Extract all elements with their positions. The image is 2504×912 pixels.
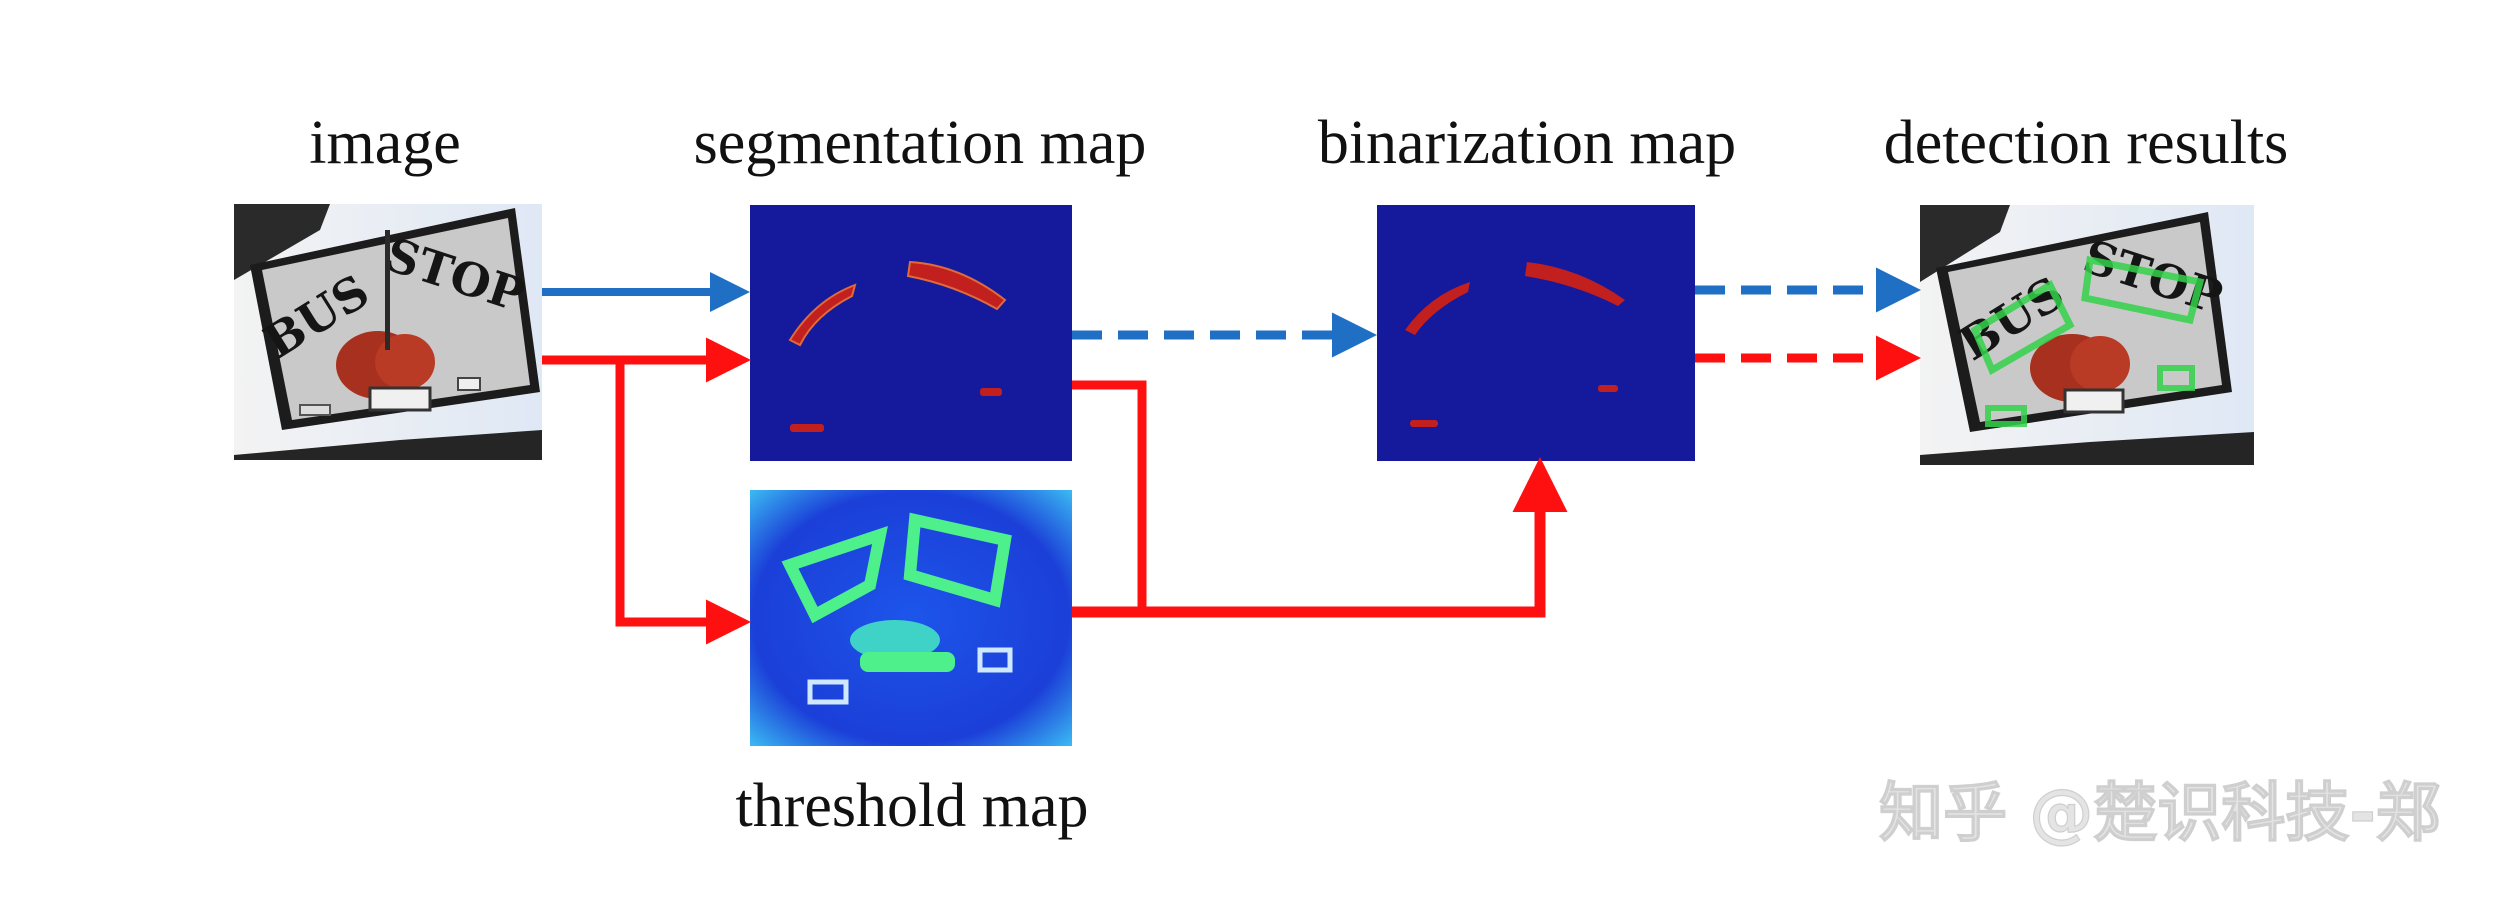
label-detection-results: detection results [1884, 109, 2289, 177]
arrow-segmentation-to-merge [1072, 380, 1147, 612]
segmentation-map-image [750, 205, 1072, 461]
detection-box-stop [2081, 255, 2205, 325]
arrow-threshold-to-binarization [1072, 457, 1568, 618]
detection-box-small-left [1985, 405, 2027, 427]
label-binarization-map: binarization map [1318, 109, 1736, 177]
detection-results-photo: BUS STOP [1920, 205, 2254, 465]
arrow-image-to-threshold [615, 360, 751, 645]
label-segmentation-map: segmentation map [694, 109, 1147, 177]
label-image: image [309, 109, 461, 177]
detection-box-bus [1970, 280, 2075, 376]
label-threshold-map: threshold map [736, 772, 1089, 840]
input-image-photo: BUS STOP [234, 204, 542, 460]
detection-box-small-right [2157, 365, 2195, 391]
threshold-map-image [750, 490, 1072, 746]
binarization-map-image [1377, 205, 1695, 461]
watermark-text: 知乎 @楚识科技-郑 [1879, 777, 2440, 851]
